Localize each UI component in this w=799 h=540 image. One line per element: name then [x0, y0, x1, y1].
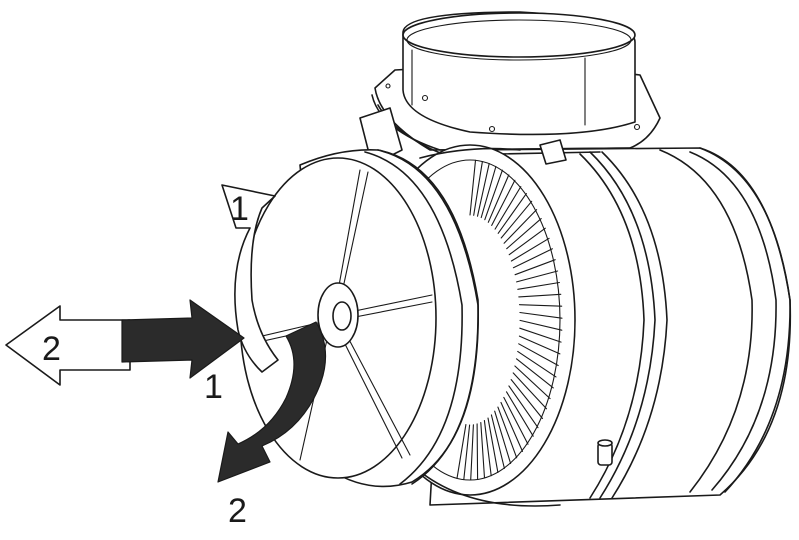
impeller-blade [518, 335, 561, 355]
impeller-blade [506, 218, 542, 250]
impeller-blade [500, 401, 524, 452]
impeller-blade [476, 162, 490, 217]
arrow-rotate-ccw-outline [221, 184, 279, 373]
impeller-blade [463, 424, 471, 481]
impeller-blade [480, 165, 497, 219]
impeller-blade [487, 417, 499, 474]
impeller-blade [519, 311, 563, 319]
impeller-blade [517, 350, 557, 378]
impeller-blade [512, 372, 548, 410]
impeller-blade [508, 227, 546, 256]
impeller-blade [490, 414, 505, 469]
impeller-blade [484, 169, 503, 221]
impeller-blade [487, 174, 510, 223]
impeller-blades [456, 159, 563, 481]
impeller-blade [518, 343, 559, 367]
label-step-1-curved: 1 [230, 190, 249, 228]
impeller-blade [508, 385, 539, 429]
outlet-collar [359, 11, 661, 166]
impeller-blade [476, 423, 479, 481]
impeller-blade [469, 159, 477, 216]
impeller-blade [503, 209, 538, 244]
impeller-blade [514, 259, 556, 276]
label-step-2-left: 2 [42, 330, 61, 368]
impeller-blade [497, 406, 518, 459]
arrow-rotate-cw-dark [217, 321, 327, 483]
impeller-blade [518, 304, 563, 307]
label-step-2-curved: 2 [228, 492, 247, 530]
impeller-blade [497, 193, 527, 234]
impeller-blade [473, 160, 483, 216]
impeller-blade [510, 379, 544, 420]
impeller-blade [491, 179, 516, 226]
impeller-blade [470, 424, 474, 481]
impeller-blade [500, 200, 533, 239]
impeller-blade [514, 365, 551, 400]
impeller-blade [512, 248, 553, 269]
impeller-blade [483, 419, 492, 477]
arrow-push-right-dark [121, 299, 245, 379]
arrow-pull-left-outline [5, 305, 131, 386]
impeller-blade [510, 237, 550, 262]
label-step-1-straight: 1 [204, 368, 223, 406]
impeller-blade [515, 358, 554, 389]
impeller-blade [505, 391, 534, 437]
impeller-blade [494, 410, 512, 465]
impeller-blade [519, 327, 562, 343]
impeller-blade [480, 421, 486, 479]
impeller-blade [503, 396, 529, 445]
impeller-blade [494, 186, 522, 230]
impeller-blade [517, 281, 560, 290]
impeller-blade [518, 293, 562, 298]
impeller-blade [519, 319, 563, 331]
impeller-blade [456, 424, 467, 479]
impeller-blade [516, 270, 559, 283]
